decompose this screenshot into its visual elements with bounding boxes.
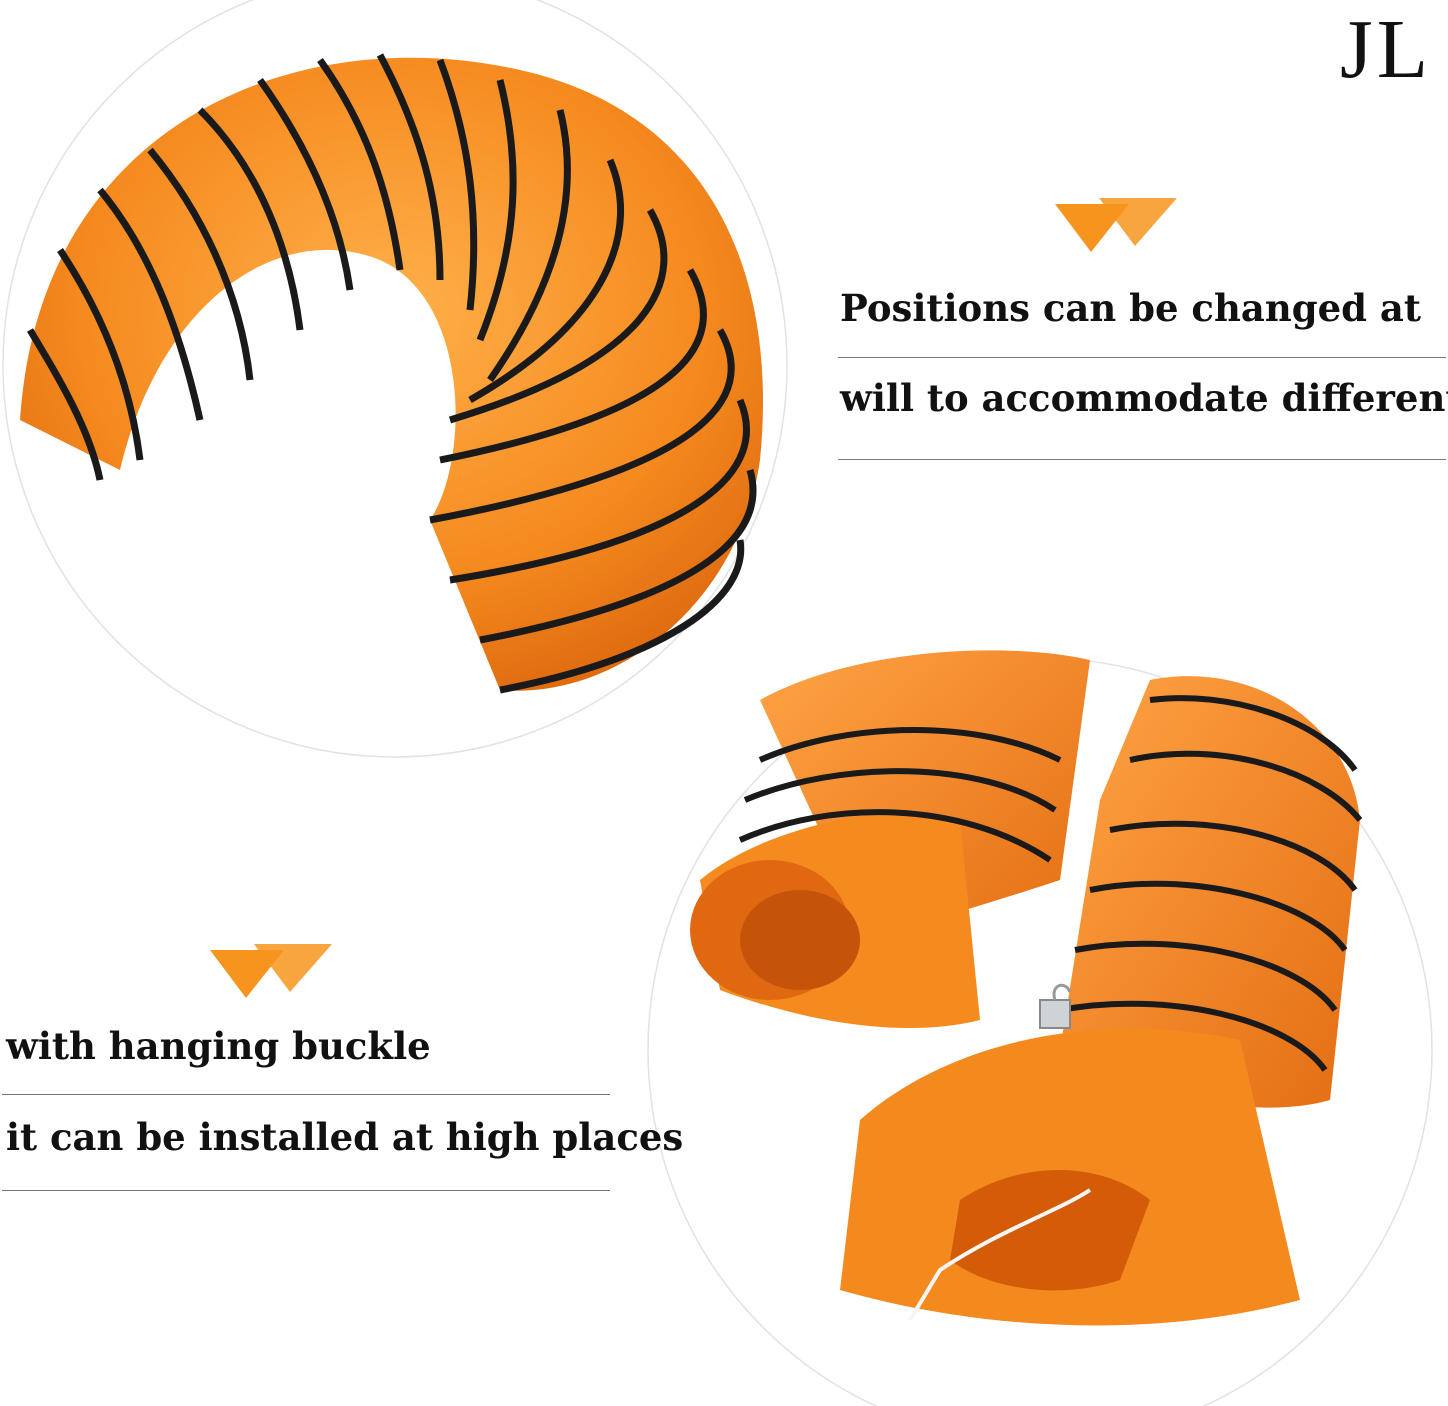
divider xyxy=(2,1190,610,1191)
double-chevron-down-icon xyxy=(210,944,332,998)
feature-bottom-line2: it can be installed at high places xyxy=(6,1115,684,1159)
divider xyxy=(838,357,1446,358)
brand-logo: JL xyxy=(1340,3,1432,96)
feature-top-line1: Positions can be changed at xyxy=(840,286,1421,330)
double-chevron-down-icon xyxy=(1055,198,1177,252)
divider xyxy=(2,1094,610,1095)
feature-top-line2: will to accommodate different xyxy=(840,376,1448,420)
feature-bottom-line1: with hanging buckle xyxy=(6,1024,431,1068)
hose-ends-photo xyxy=(647,650,1433,1406)
coiled-hose-photo xyxy=(2,0,788,758)
divider xyxy=(838,459,1446,460)
